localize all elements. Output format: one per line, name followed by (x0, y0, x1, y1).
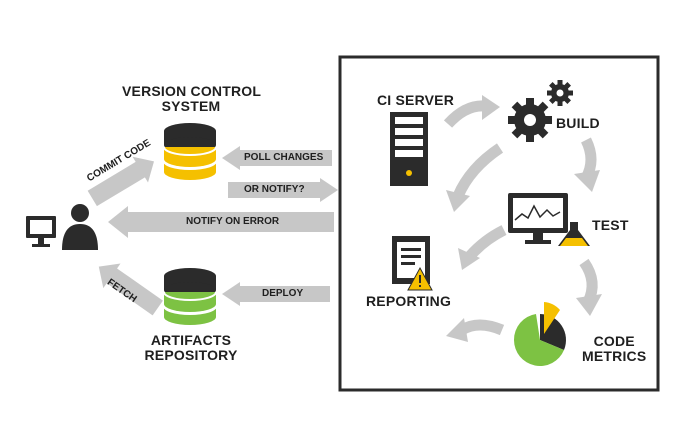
commit-code-arrow (87, 156, 155, 207)
poll-changes-arrow (222, 146, 332, 170)
pie-chart-icon (513, 302, 566, 366)
notify-on-error-arrow (108, 206, 334, 238)
server-icon (390, 112, 428, 186)
flask-icon (558, 222, 590, 246)
fetch-arrow (98, 263, 163, 316)
poll-changes-label: POLL CHANGES (244, 152, 324, 163)
artifacts-repository-label: ARTIFACTS REPOSITORY (144, 332, 238, 363)
notify-on-error-label: NOTIFY ON ERROR (186, 216, 280, 227)
metrics-to-reporting-arrow (446, 318, 505, 342)
artifacts-database-icon (163, 268, 217, 325)
notify-label: OR NOTIFY? (244, 184, 305, 195)
deploy-label: DEPLOY (262, 288, 304, 299)
test-to-metrics-arrow (576, 258, 602, 316)
test-label: TEST (592, 217, 629, 233)
test-to-reporting-arrow (458, 225, 507, 270)
build-to-test-arrow (574, 137, 600, 192)
report-warning-icon (392, 236, 433, 291)
notify-arrow (228, 178, 338, 202)
build-to-reporting-arrow (446, 143, 504, 212)
monitor-chart-icon (508, 193, 568, 244)
developer-icon (26, 204, 98, 250)
ci-server-label: CI SERVER (377, 92, 455, 108)
deploy-arrow (222, 282, 330, 306)
reporting-label: REPORTING (366, 293, 452, 309)
version-control-label: VERSION CONTROL SYSTEM (122, 83, 262, 114)
build-label: BUILD (556, 115, 600, 131)
ci-boundary-box (338, 55, 660, 392)
version-control-database-icon (163, 123, 217, 180)
gear-icon (508, 80, 573, 142)
code-metrics-label: CODE METRICS (582, 333, 647, 364)
server-to-build-arrow (443, 95, 500, 128)
